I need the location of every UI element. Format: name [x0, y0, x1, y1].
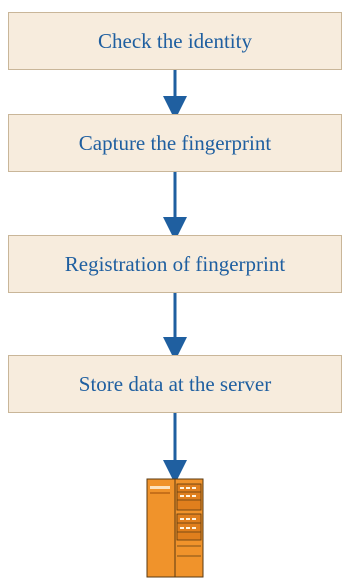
step-store-data: Store data at the server — [8, 355, 342, 413]
step-label: Registration of fingerprint — [64, 251, 286, 276]
step-registration-fingerprint: Registration of fingerprint — [8, 235, 342, 293]
step-check-identity: Check the identity — [8, 12, 342, 70]
step-label: Capture the fingerprint — [78, 130, 272, 155]
step-capture-fingerprint: Capture the fingerprint — [8, 114, 342, 172]
server-icon — [146, 478, 204, 578]
step-label: Check the identity — [98, 28, 252, 53]
step-label: Store data at the server — [78, 371, 272, 396]
